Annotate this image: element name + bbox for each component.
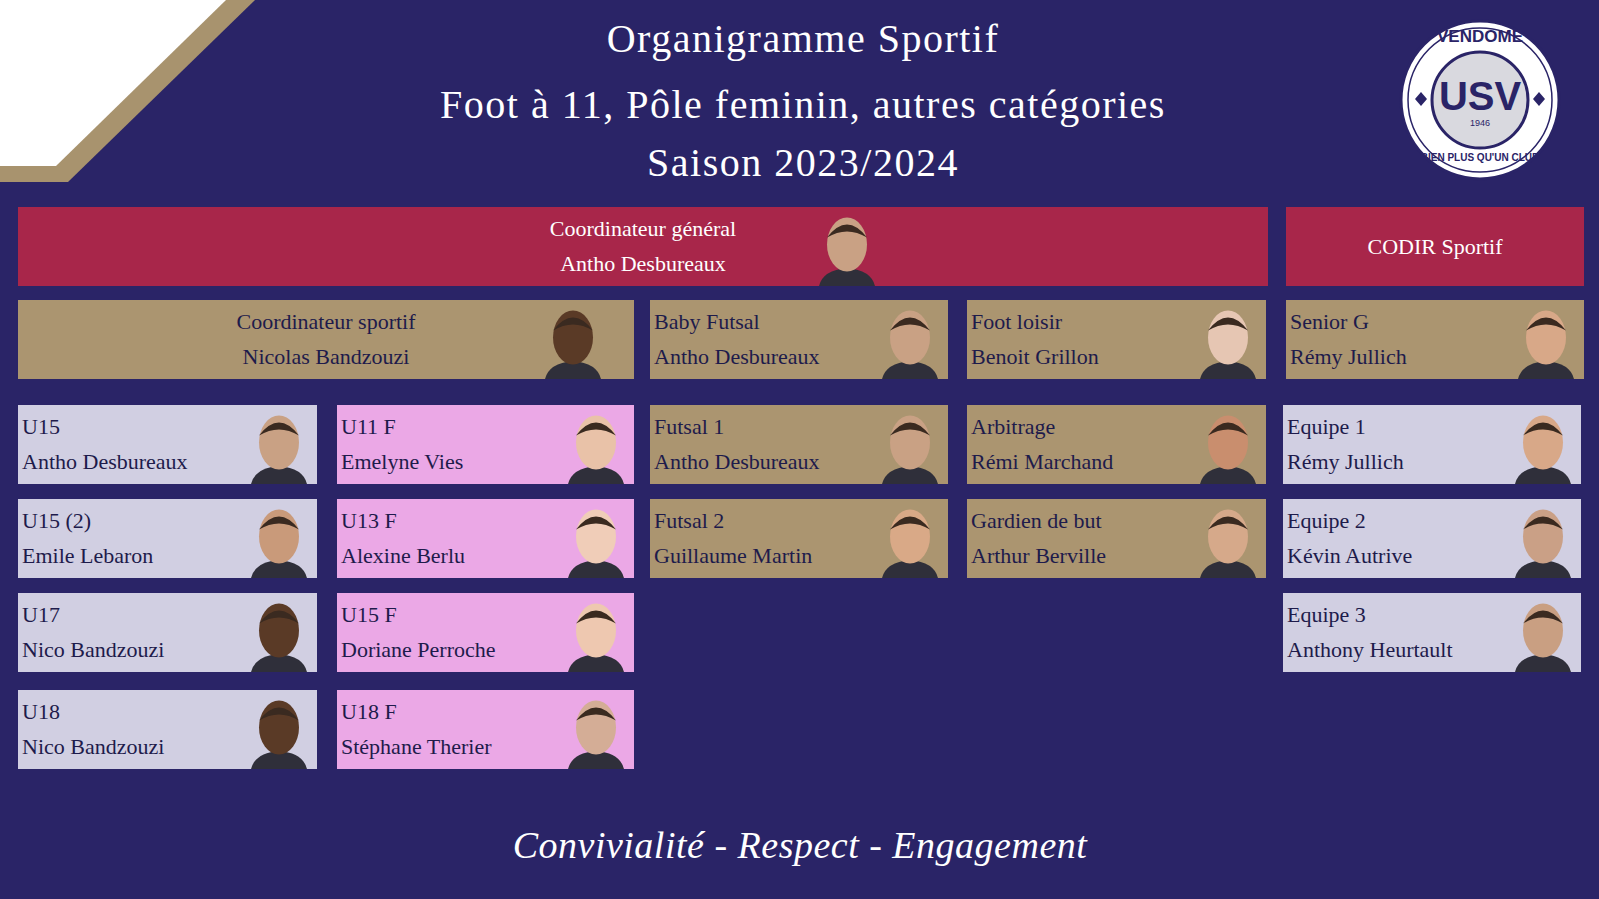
role-title: Foot loisir xyxy=(971,304,1062,339)
portrait-photo xyxy=(815,207,879,286)
portrait-photo xyxy=(1514,300,1578,379)
person-name: Emelyne Vies xyxy=(341,444,463,479)
portrait-photo xyxy=(564,593,628,672)
person-name: Benoit Grillon xyxy=(971,339,1099,374)
portrait-photo xyxy=(247,405,311,484)
portrait-photo xyxy=(1511,405,1575,484)
portrait-photo xyxy=(1511,593,1575,672)
person-name: Arthur Berville xyxy=(971,538,1106,573)
org-role-box: U17Nico Bandzouzi xyxy=(18,593,317,672)
club-values-caption: Convivialité - Respect - Engagement xyxy=(300,822,1300,868)
role-title: CODIR Sportif xyxy=(1367,229,1502,264)
role-title: U18 F xyxy=(341,694,397,729)
org-role-box: ArbitrageRémi Marchand xyxy=(967,405,1266,484)
person-name: Rémi Marchand xyxy=(971,444,1113,479)
role-title: U18 xyxy=(22,694,60,729)
person-name: Rémy Jullich xyxy=(1287,444,1404,479)
person-name: Nico Bandzouzi xyxy=(22,729,164,764)
org-role-box: Coordinateur généralAntho Desbureaux xyxy=(18,207,1268,286)
org-role-box: Futsal 2Guillaume Martin xyxy=(650,499,948,578)
role-title: Equipe 3 xyxy=(1287,597,1366,632)
logo-motto: BIEN PLUS QU'UN CLUB xyxy=(1410,152,1550,164)
role-title: Baby Futsal xyxy=(654,304,760,339)
org-role-box: U18 FStéphane Therier xyxy=(337,690,634,769)
role-title: Futsal 1 xyxy=(654,409,724,444)
person-name: Doriane Perroche xyxy=(341,632,496,667)
portrait-photo xyxy=(564,499,628,578)
org-role-box: Gardien de butArthur Berville xyxy=(967,499,1266,578)
person-name: Stéphane Therier xyxy=(341,729,491,764)
person-name: Emile Lebaron xyxy=(22,538,153,573)
portrait-photo xyxy=(1196,499,1260,578)
org-role-box: Baby FutsalAntho Desbureaux xyxy=(650,300,948,379)
portrait-photo xyxy=(1196,405,1260,484)
role-title: Coordinateur général xyxy=(550,211,736,246)
person-name: Antho Desbureaux xyxy=(560,246,726,281)
org-role-box: Futsal 1Antho Desbureaux xyxy=(650,405,948,484)
role-title: Coordinateur sportif xyxy=(236,304,415,339)
person-name: Guillaume Martin xyxy=(654,538,812,573)
org-role-box: U18Nico Bandzouzi xyxy=(18,690,317,769)
role-title: Gardien de but xyxy=(971,503,1102,538)
role-title: Futsal 2 xyxy=(654,503,724,538)
portrait-photo xyxy=(1511,499,1575,578)
role-title: U13 F xyxy=(341,503,397,538)
portrait-photo xyxy=(1196,300,1260,379)
portrait-photo xyxy=(247,499,311,578)
org-role-box: U15Antho Desbureaux xyxy=(18,405,317,484)
chart-subtitle: Foot à 11, Pôle feminin, autres catégori… xyxy=(253,80,1353,130)
portrait-photo xyxy=(247,690,311,769)
portrait-photo xyxy=(247,593,311,672)
org-role-box: U15 (2)Emile Lebaron xyxy=(18,499,317,578)
portrait-photo xyxy=(878,405,942,484)
org-role-box: Foot loisirBenoit Grillon xyxy=(967,300,1266,379)
role-title: U15 F xyxy=(341,597,397,632)
role-title: U17 xyxy=(22,597,60,632)
chart-title: Organigramme Sportif xyxy=(253,14,1353,64)
org-role-box: U15 FDoriane Perroche xyxy=(337,593,634,672)
person-name: Alexine Berlu xyxy=(341,538,465,573)
org-role-box: Equipe 2Kévin Autrive xyxy=(1283,499,1581,578)
person-name: Antho Desbureaux xyxy=(22,444,188,479)
role-title: U11 F xyxy=(341,409,396,444)
portrait-photo xyxy=(878,499,942,578)
role-title: Senior G xyxy=(1290,304,1369,339)
portrait-photo xyxy=(878,300,942,379)
role-title: U15 xyxy=(22,409,60,444)
person-name: Kévin Autrive xyxy=(1287,538,1412,573)
person-name: Nico Bandzouzi xyxy=(22,632,164,667)
portrait-photo xyxy=(541,300,605,379)
role-title: Arbitrage xyxy=(971,409,1055,444)
org-role-box: Senior GRémy Jullich xyxy=(1286,300,1584,379)
corner-decoration xyxy=(0,0,270,190)
org-role-box: Equipe 1Rémy Jullich xyxy=(1283,405,1581,484)
role-title: Equipe 2 xyxy=(1287,503,1366,538)
org-role-box: Equipe 3Anthony Heurtault xyxy=(1283,593,1581,672)
season-label: Saison 2023/2024 xyxy=(253,138,1353,188)
org-role-box: U11 FEmelyne Vies xyxy=(337,405,634,484)
portrait-photo xyxy=(564,405,628,484)
person-name: Anthony Heurtault xyxy=(1287,632,1453,667)
person-name: Antho Desbureaux xyxy=(654,444,820,479)
person-name: Nicolas Bandzouzi xyxy=(243,339,410,374)
portrait-photo xyxy=(564,690,628,769)
role-title: Equipe 1 xyxy=(1287,409,1366,444)
logo-initials: USV xyxy=(1430,74,1530,118)
org-role-box: U13 FAlexine Berlu xyxy=(337,499,634,578)
person-name: Rémy Jullich xyxy=(1290,339,1407,374)
logo-club-name: VENDOME xyxy=(1420,27,1540,47)
org-role-box: CODIR Sportif xyxy=(1286,207,1584,286)
person-name: Antho Desbureaux xyxy=(654,339,820,374)
logo-year: 1946 xyxy=(1460,118,1500,128)
org-role-box: Coordinateur sportifNicolas Bandzouzi xyxy=(18,300,634,379)
role-title: U15 (2) xyxy=(22,503,91,538)
